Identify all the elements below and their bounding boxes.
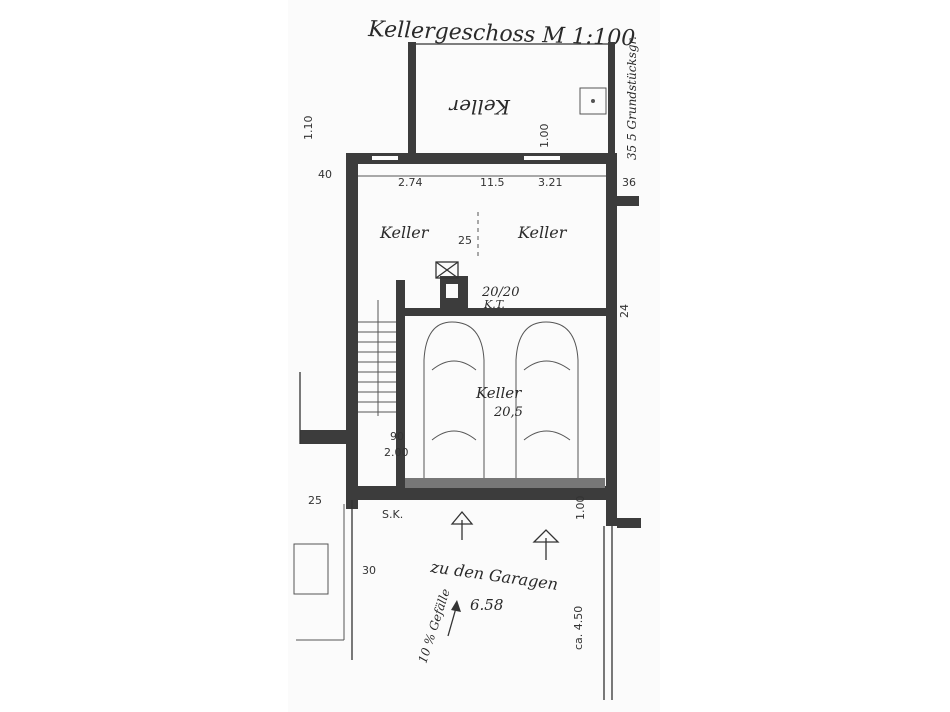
chimney-box — [435, 261, 459, 279]
kt-label: K.T. — [483, 298, 505, 311]
wall-top — [346, 153, 616, 164]
dim-450: ca. 4.50 — [572, 606, 585, 650]
dim-321: 3.21 — [538, 176, 563, 189]
top-room-wall-right — [608, 42, 615, 160]
room-label-mid-left: Keller — [379, 223, 430, 242]
light-well — [300, 430, 346, 444]
dim-24: 24 — [618, 304, 631, 318]
garage-door — [405, 478, 605, 488]
top-room-fixture — [579, 87, 607, 115]
top-room-fixture-dot — [591, 99, 595, 103]
arrow-slope — [447, 600, 461, 637]
car-right — [515, 321, 579, 481]
dim-200: 2.00 — [384, 446, 409, 459]
wall-right-stub — [617, 196, 639, 206]
wall-stair-divider — [396, 280, 405, 492]
room-area-mid: 25 — [458, 234, 472, 247]
wall-right-lower-stub — [617, 518, 641, 528]
arrow-up-right — [532, 529, 560, 560]
wall-bottom — [346, 486, 616, 500]
wall-right — [606, 153, 617, 526]
chimney-flue — [446, 284, 458, 298]
car-left-window — [431, 360, 477, 371]
dim-90: 90 — [390, 430, 404, 443]
dim-100-drive: 1.00 — [574, 496, 587, 521]
chimney-x2 — [435, 261, 459, 279]
garage-room-label: Keller — [475, 384, 522, 402]
car-left-rear — [431, 430, 477, 441]
top-room-label: Keller — [448, 95, 511, 119]
margin-note: 35 5 Grundstücksgr. — [625, 36, 639, 160]
driveway-size: 6.58 — [470, 596, 503, 614]
kt-size: 20/20 — [481, 285, 519, 300]
dim-40: 40 — [318, 168, 332, 181]
car-right-rear — [523, 430, 571, 441]
left-fragment-box — [293, 543, 329, 595]
garage-room-area: 20,5 — [493, 405, 523, 420]
car-left — [423, 321, 485, 481]
wall-left — [346, 153, 358, 509]
dim-30: 30 — [362, 564, 376, 577]
dim-110: 1.10 — [302, 116, 315, 141]
room-label-mid-right: Keller — [517, 223, 568, 242]
arrow-up-left — [450, 510, 474, 540]
dim-25: 25 — [308, 494, 322, 507]
staircase — [358, 300, 396, 416]
dim-115: 11.5 — [480, 176, 505, 189]
wall-interior-horizontal — [405, 308, 607, 316]
dim-top-100: 1.00 — [538, 124, 551, 149]
car-right-window — [523, 360, 571, 371]
dim-sk: S.K. — [382, 508, 403, 521]
dim-36: 36 — [622, 176, 636, 189]
top-room-wall-left — [408, 42, 416, 160]
dim-274: 2.74 — [398, 176, 423, 189]
